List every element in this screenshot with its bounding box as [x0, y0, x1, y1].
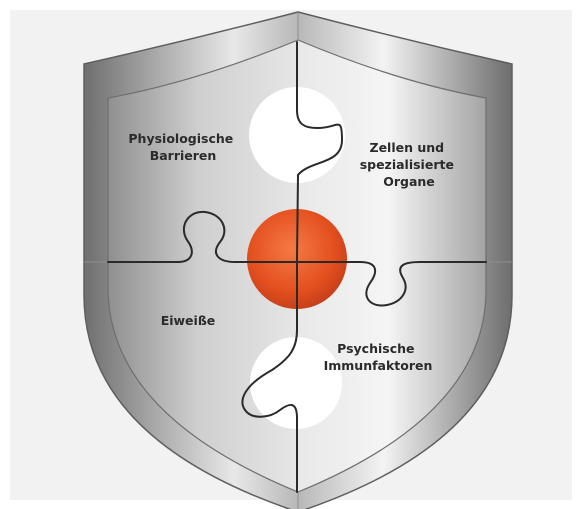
label-top-left: Physiologische Barrieren: [128, 131, 237, 163]
label-top-left-line2: Barrieren: [150, 148, 217, 163]
label-top-right-line2: spezialisierte: [360, 157, 454, 172]
inner-shield-outline: [107, 39, 487, 493]
label-top-left-line1: Physiologische: [128, 131, 233, 146]
label-bottom-left-line1: Eiweiße: [161, 313, 216, 328]
label-bottom-left: Eiweiße: [161, 313, 216, 328]
puzzle-icon: [107, 41, 487, 493]
label-bottom-right: Psychische Immunfaktoren: [324, 341, 433, 373]
label-top-right-line1: Zellen und: [370, 140, 445, 155]
label-top-right-line3: Organe: [383, 174, 435, 189]
top-white-circle: [249, 87, 345, 183]
label-top-right: Zellen und spezialisierte Organe: [360, 140, 459, 189]
label-bottom-right-line2: Immunfaktoren: [324, 358, 433, 373]
bottom-white-circle: [250, 337, 342, 429]
label-bottom-right-line1: Psychische: [337, 341, 414, 356]
